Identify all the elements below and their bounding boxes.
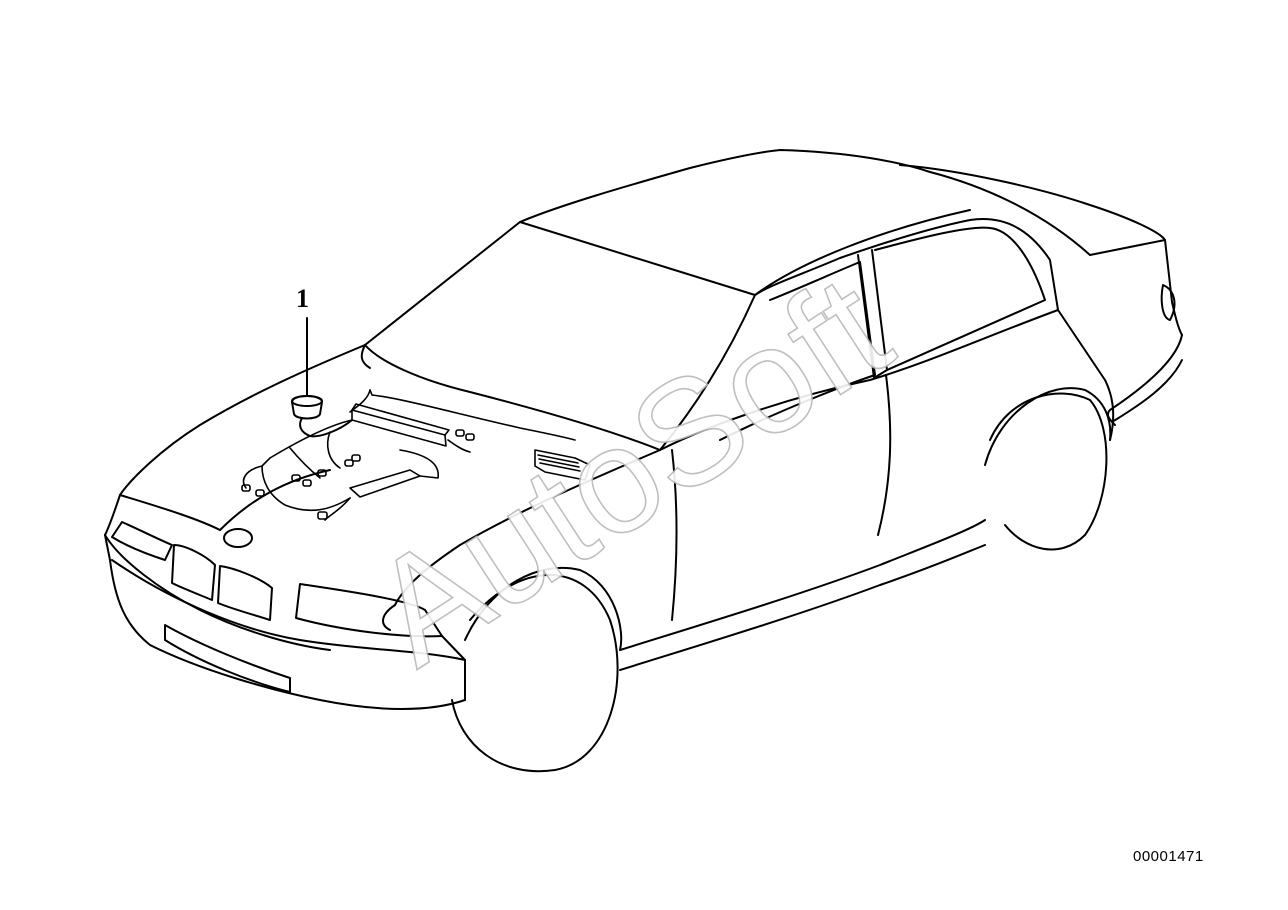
harness-branch-d — [399, 449, 439, 479]
harness-branch-f — [324, 497, 351, 521]
harness-branch-b — [289, 447, 321, 479]
rear-door-shutline — [877, 374, 892, 536]
harness-branch-h — [242, 465, 263, 489]
rear-lamp — [1160, 284, 1176, 321]
roof-outline — [364, 149, 931, 346]
door-window-inner — [719, 261, 876, 441]
sill-lower — [619, 544, 986, 671]
hood-front-center — [119, 494, 221, 531]
roof-right-edge — [754, 209, 971, 296]
front-wheel-arch — [464, 566, 623, 651]
right-headlight — [295, 583, 443, 638]
connector-2 — [255, 489, 265, 497]
harness-branch-c — [326, 431, 341, 469]
ecu-pins — [537, 454, 581, 472]
connector-5 — [317, 469, 327, 477]
connector-3 — [291, 474, 301, 482]
front-nose — [104, 534, 331, 651]
fender-line — [382, 604, 396, 631]
connector-7 — [351, 454, 361, 462]
sill-line — [619, 519, 986, 651]
rear-quarter — [1057, 309, 1115, 441]
harness-module-top — [351, 403, 450, 436]
front-apron — [441, 635, 466, 701]
windshield-top — [519, 221, 756, 296]
harness-branch-e — [261, 465, 351, 512]
fuse-holder-body — [291, 395, 323, 420]
hood-center-line — [219, 469, 331, 531]
diagram-id: 00001471 — [1133, 848, 1204, 865]
rear-window-inner — [874, 226, 1046, 371]
connector-10 — [465, 433, 475, 441]
connector-8 — [317, 511, 328, 520]
rear-wheel — [989, 392, 1108, 551]
fuse-holder-cap — [291, 395, 323, 407]
door-frame — [754, 218, 1059, 311]
front-bumper-top — [111, 559, 466, 661]
connector-6 — [344, 459, 354, 467]
kidney-grille-right — [217, 565, 273, 621]
hood-left-edge — [119, 344, 366, 496]
connector-4 — [302, 479, 312, 487]
connector-1 — [241, 484, 251, 492]
front-top-edge — [104, 494, 121, 536]
front-bumper — [104, 534, 466, 710]
harness-branch-a — [261, 419, 353, 467]
hood-right-edge — [394, 449, 661, 606]
connector-9 — [455, 429, 465, 437]
harness-branch-g — [447, 439, 471, 453]
harness-main-cable — [369, 389, 576, 441]
car-body-outline — [104, 149, 1183, 710]
rear-wheel-arch — [984, 387, 1112, 466]
rear-deck — [899, 164, 1183, 336]
beltline — [659, 309, 1059, 451]
engine-wiring-harness — [241, 389, 591, 521]
front-wheel — [451, 574, 619, 773]
rear-window-line — [929, 171, 1166, 256]
left-headlight — [111, 521, 173, 561]
windshield-base — [364, 344, 661, 451]
hood-roundel — [223, 528, 253, 548]
fuse-holder-connector-icon — [291, 317, 353, 438]
fuse-holder-wire — [299, 417, 353, 438]
front-door-shutline — [671, 449, 678, 621]
harness-module — [351, 409, 447, 447]
harness-lower-module — [349, 469, 421, 498]
ecu-box — [534, 449, 591, 481]
b-pillar — [857, 249, 888, 379]
rear-bumper — [1106, 334, 1183, 426]
a-pillar — [659, 294, 756, 451]
callout-number-1: 1 — [296, 284, 309, 313]
rear-bumper-lower — [1111, 359, 1183, 423]
hood-crease — [360, 344, 371, 369]
kidney-grille-left — [171, 544, 216, 601]
bumper-slot — [164, 624, 291, 693]
wheels — [451, 387, 1112, 773]
